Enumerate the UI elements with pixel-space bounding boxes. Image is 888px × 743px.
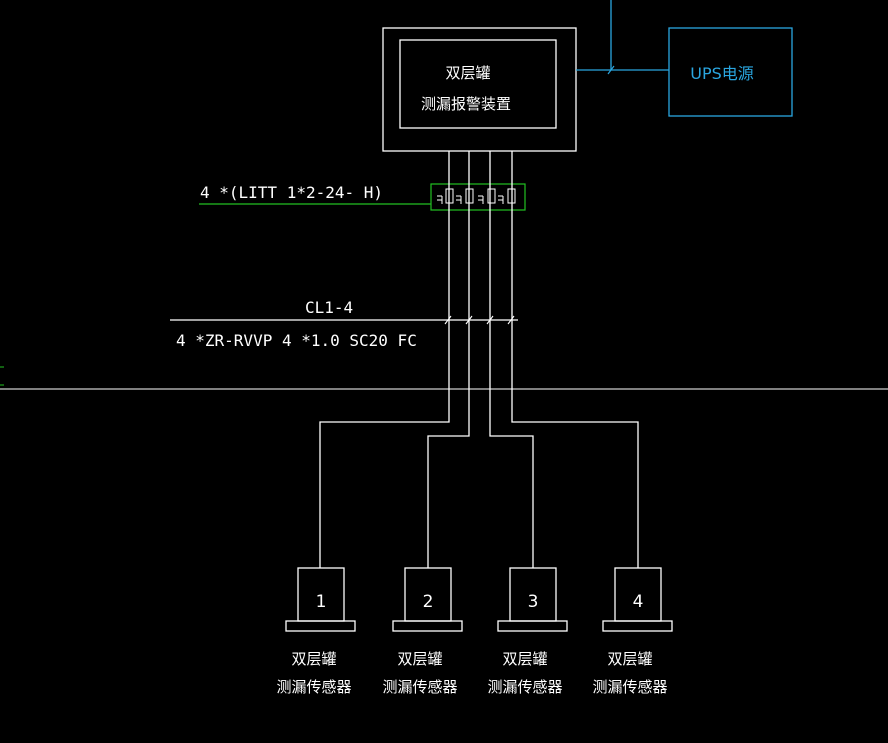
circuit-id-label: CL1-4 [305,298,353,317]
terminal-block-3 [478,188,496,204]
sensor-4-line2: 测漏传感器 [592,678,667,696]
edge-marker [0,366,4,386]
signal-cable-junction-box [430,183,526,211]
sensor-3: 3 双层罐 测漏传感器 [487,567,568,696]
sensor-1-number: 1 [316,592,327,612]
sensor-1-base [285,620,356,632]
sensor-2-line1: 双层罐 [397,650,442,668]
sensor-1: 1 双层罐 测漏传感器 [276,567,356,696]
alarm-device-line2: 测漏报警装置 [421,95,511,113]
wire-to-sensor-2 [427,151,470,568]
alarm-device: 双层罐 测漏报警装置 [382,27,577,152]
sensor-2-number: 2 [423,592,434,612]
sensor-4: 4 双层罐 测漏传感器 [592,567,673,696]
wire-to-sensor-3 [489,151,534,568]
sensor-4-base [602,620,673,632]
terminal-block-1 [437,188,454,204]
sensor-2-base [392,620,463,632]
sensor-2: 2 双层罐 测漏传感器 [382,567,463,696]
ups-label: UPS电源 [690,64,754,83]
sensor-3-base [497,620,568,632]
wire-to-sensor-1 [319,151,450,568]
alarm-device-line1: 双层罐 [445,64,490,82]
ups-feed-tick [607,65,615,75]
sensor-1-line1: 双层罐 [291,650,336,668]
sensor-3-number: 3 [528,592,539,612]
sensor-1-line2: 测漏传感器 [276,678,351,696]
sensor-3-line2: 测漏传感器 [487,678,562,696]
signal-cable: 4 *(LITT 1*2-24- H) [199,183,526,211]
ups-power: UPS电源 [576,0,793,117]
ups-box [668,27,793,117]
wire-to-sensor-4 [511,151,639,568]
signal-cable-label: 4 *(LITT 1*2-24- H) [200,183,383,202]
circuit-spec-label: 4 *ZR-RVVP 4 *1.0 SC20 FC [176,331,417,350]
sensor-3-line1: 双层罐 [502,650,547,668]
sensor-4-number: 4 [633,592,644,612]
circuit-annotation: CL1-4 4 *ZR-RVVP 4 *1.0 SC20 FC [170,298,518,350]
terminal-block-2 [456,188,474,204]
sensor-2-line2: 测漏传感器 [382,678,457,696]
sensor-wires [319,151,639,568]
alarm-device-outer-frame [382,27,577,152]
alarm-device-inner-frame [399,39,557,129]
sensor-4-line1: 双层罐 [607,650,652,668]
